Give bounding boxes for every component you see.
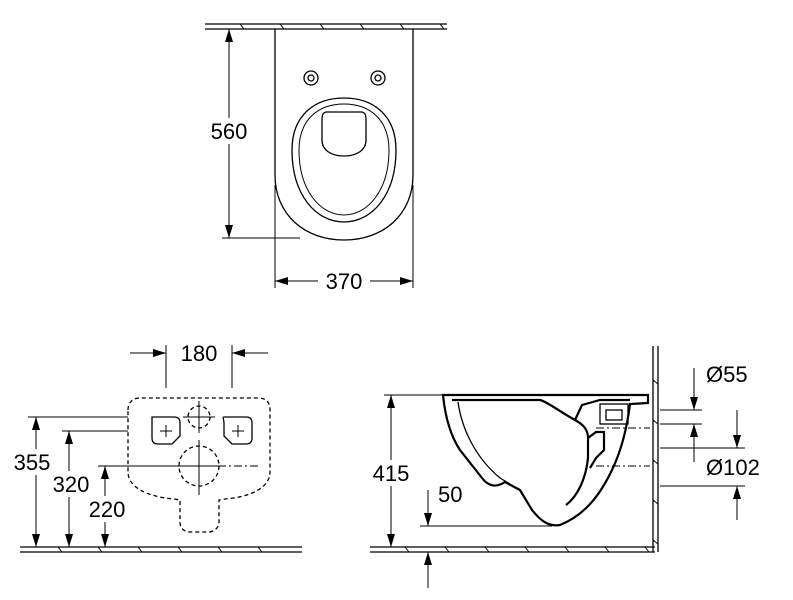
fixing-bracket-left bbox=[151, 416, 181, 445]
top-bowl-opening bbox=[291, 97, 397, 223]
height-320-label: 320 bbox=[53, 472, 90, 497]
height-220-label: 220 bbox=[89, 497, 126, 522]
front-view: 180 355 320 220 bbox=[8, 341, 302, 553]
fixing-bracket-right bbox=[222, 416, 253, 445]
seat-hole-right bbox=[370, 70, 386, 86]
top-bowl-outline bbox=[274, 29, 414, 241]
rim-offset-label: 50 bbox=[438, 482, 462, 507]
side-bowl-outer bbox=[441, 393, 650, 527]
height-355-label: 355 bbox=[14, 450, 51, 475]
side-bowl-inner bbox=[452, 398, 590, 506]
inlet-diameter-label: Ø55 bbox=[706, 362, 748, 387]
top-inner-basin bbox=[321, 111, 367, 157]
side-view: 415 50 Ø55 Ø102 bbox=[367, 346, 760, 588]
depth-dimension-label: 560 bbox=[211, 119, 248, 144]
side-floor bbox=[370, 546, 655, 553]
front-bowl-outline bbox=[127, 397, 271, 533]
fixing-spacing-label: 180 bbox=[181, 341, 218, 366]
seat-hole-left bbox=[303, 70, 319, 86]
top-view: 560 370 bbox=[205, 23, 447, 294]
outlet-diameter-label: Ø102 bbox=[706, 455, 760, 480]
side-wall bbox=[652, 346, 659, 552]
width-dimension-label: 370 bbox=[326, 269, 363, 294]
front-floor bbox=[20, 546, 302, 553]
side-height-label: 415 bbox=[373, 461, 410, 486]
side-trap bbox=[574, 398, 630, 469]
top-wall bbox=[205, 23, 447, 30]
side-inlet-box bbox=[599, 403, 629, 425]
